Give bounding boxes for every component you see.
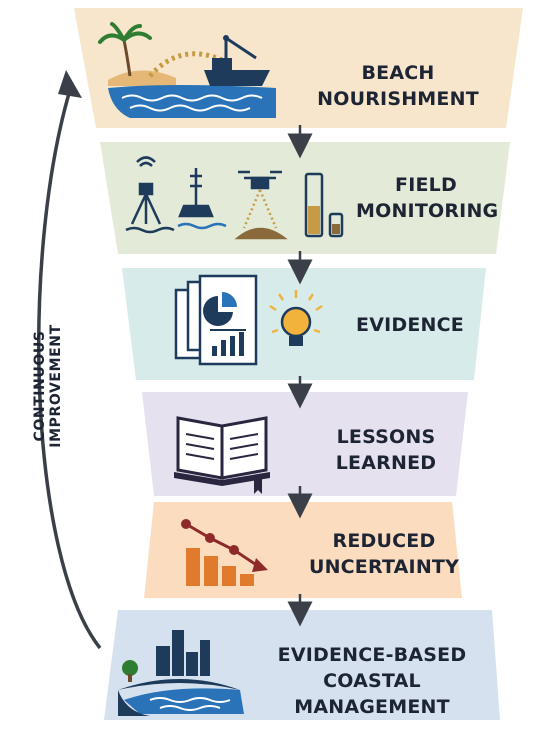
stage-label-field-monitoring: FIELD MONITORING xyxy=(356,172,499,224)
stage-label-line: FIELD xyxy=(395,174,457,196)
stage-label-line: UNCERTAINTY xyxy=(308,556,460,578)
declining-chart-icon xyxy=(181,519,268,586)
stage-label-line: LESSONS xyxy=(336,426,436,448)
stage-label-line: REDUCED xyxy=(332,530,436,552)
report-lightbulb-icon xyxy=(174,274,323,366)
stage-label-line: MONITORING xyxy=(356,200,499,222)
stage-label-line: LEARNED xyxy=(335,452,437,474)
open-book-icon xyxy=(174,416,270,494)
stage-label-beach-nourishment: BEACH NOURISHMENT xyxy=(286,60,510,112)
stage-label-line: EVIDENCE-BASED xyxy=(277,644,467,666)
stage-label-line: BEACH NOURISHMENT xyxy=(317,62,479,110)
stage-label-evidence-based-coastal-management: EVIDENCE-BASED COASTAL MANAGEMENT xyxy=(250,642,494,720)
stage-label-evidence: EVIDENCE xyxy=(330,312,490,338)
coastal-city-icon xyxy=(118,630,244,716)
stage-label-reduced-uncertainty: REDUCED UNCERTAINTY xyxy=(306,528,462,580)
stage-label-line: COASTAL MANAGEMENT xyxy=(294,670,450,718)
monitoring-instruments-icon xyxy=(125,156,344,240)
curved-arrow-icon xyxy=(37,70,102,650)
beach-dredger-icon xyxy=(98,22,276,118)
stage-label-lessons-learned: LESSONS LEARNED xyxy=(316,424,456,476)
continuous-improvement-label: CONTINUOUS IMPROVEMENT xyxy=(32,324,64,448)
stage-label-line: EVIDENCE xyxy=(356,314,464,336)
